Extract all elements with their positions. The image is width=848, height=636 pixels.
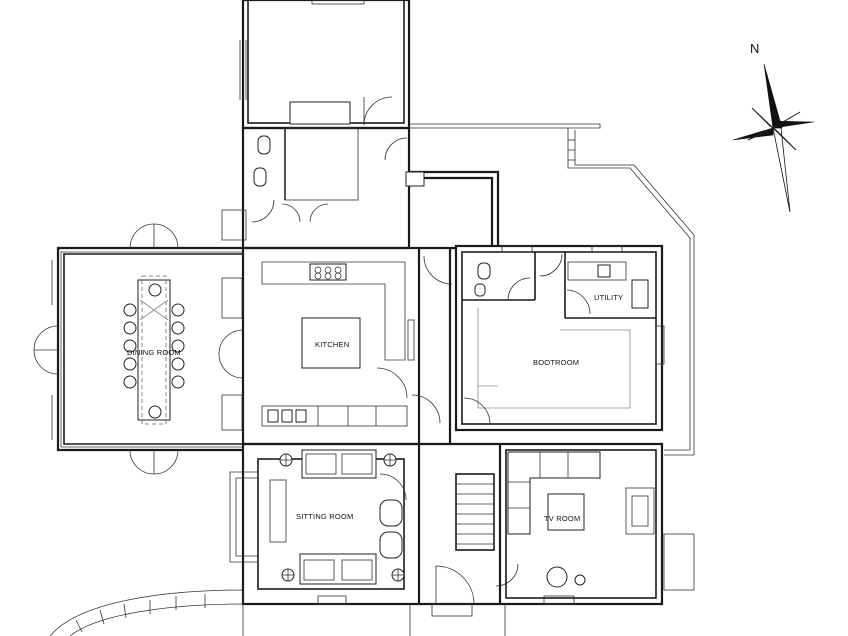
compass-diag-4 (751, 107, 774, 129)
hallway (419, 246, 456, 444)
compass-needle-south (772, 127, 791, 213)
dining-chairs (123, 283, 185, 419)
tv-room: TV ROOM (498, 442, 695, 606)
tv-room-label: TV ROOM (544, 514, 580, 523)
north-label: N (750, 41, 759, 56)
compass-needle-east (772, 120, 815, 129)
compass-diag-1 (772, 111, 801, 129)
utility-label: UTILITY (594, 293, 623, 302)
compass-needle-north (763, 63, 783, 129)
bootroom-label: BOOTROOM (533, 358, 579, 367)
courtyard-outline (405, 123, 695, 456)
compass-diag-3 (772, 127, 797, 151)
north-arrow: N (732, 41, 815, 213)
kitchen: KITCHEN (218, 246, 441, 446)
sitting-room-label: SITTING ROOM (296, 512, 353, 521)
stairs (419, 442, 519, 617)
sitting-room: SITTING ROOM (229, 442, 421, 606)
compass-diag-2 (747, 127, 774, 141)
bootroom-block: UTILITY BOOTROOM (454, 244, 665, 432)
driveway-curve (49, 589, 506, 636)
dining-room: DINING ROOM (33, 223, 243, 475)
north-wing (239, 0, 411, 130)
dining-room-label: DINING ROOM (127, 348, 181, 357)
cloakroom-block (221, 126, 411, 250)
kitchen-label: KITCHEN (315, 340, 349, 349)
